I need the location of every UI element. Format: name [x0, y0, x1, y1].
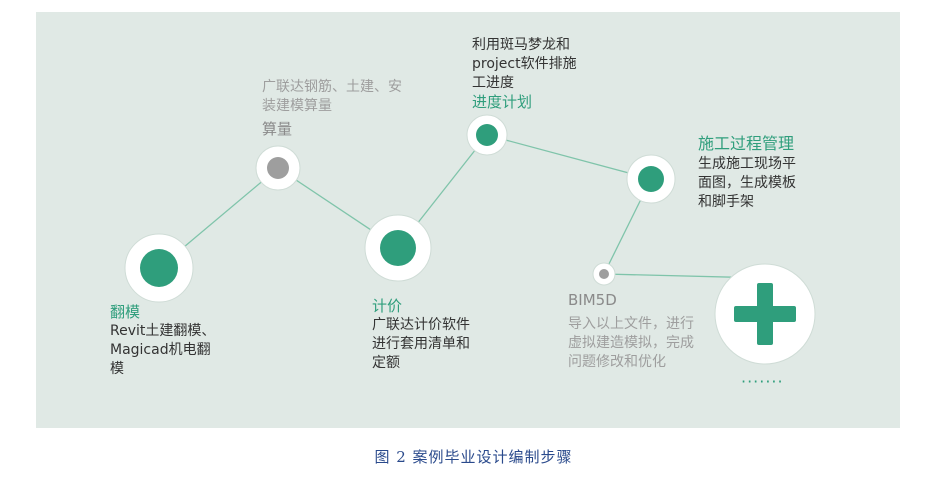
- step-jindu-desc-3: 工进度: [472, 75, 514, 91]
- step-jindu-title: 进度计划: [472, 93, 533, 111]
- node-bim5d: [592, 262, 616, 286]
- step-suanliang-desc-2: 装建模算量: [262, 98, 332, 114]
- step-bim5d: BIM5D 导入以上文件，进行 虚拟建造模拟，完成 问题修改和优化: [568, 291, 694, 372]
- node-jijia: [364, 214, 432, 282]
- figure-caption: 图 2 案例毕业设计编制步骤: [374, 448, 573, 466]
- more-dots: ·······: [741, 372, 784, 391]
- step-jijia-desc-2: 进行套用清单和: [372, 336, 470, 352]
- plus-icon: [714, 263, 816, 365]
- step-bim5d-desc-3: 问题修改和优化: [568, 354, 666, 370]
- node-suanliang: [255, 145, 301, 191]
- step-jijia-title: 计价: [372, 297, 403, 315]
- step-fanmo-title: 翻模: [110, 303, 141, 321]
- step-bim5d-desc-2: 虚拟建造模拟，完成: [568, 335, 694, 351]
- step-jijia: 计价 广联达计价软件 进行套用清单和 定额: [372, 297, 470, 373]
- link-jindu-shigong: [486, 134, 652, 180]
- step-bim5d-title: BIM5D: [568, 291, 617, 309]
- step-shigong-desc-2: 面图，生成模板: [698, 175, 796, 191]
- step-fanmo: 翻模 Revit土建翻模、 Magicad机电翻 模: [110, 303, 215, 379]
- step-jindu-desc-1: 利用斑马梦龙和: [472, 37, 570, 53]
- step-fanmo-desc-1: Revit土建翻模、: [110, 323, 216, 339]
- step-fanmo-desc-3: 模: [110, 361, 124, 377]
- step-suanliang-title: 算量: [262, 120, 293, 138]
- step-bim5d-desc-1: 导入以上文件，进行: [568, 316, 694, 332]
- step-shigong: 施工过程管理 生成施工现场平 面图，生成模板 和脚手架: [698, 134, 796, 212]
- step-jindu-desc-2: project软件排施: [472, 56, 577, 72]
- node-jindu: [466, 114, 508, 156]
- step-suanliang: 广联达钢筋、土建、安 装建模算量 算量: [262, 78, 402, 139]
- step-fanmo-desc-2: Magicad机电翻: [110, 342, 211, 358]
- step-shigong-desc-1: 生成施工现场平: [698, 156, 796, 172]
- step-suanliang-desc-1: 广联达钢筋、土建、安: [262, 79, 402, 95]
- step-shigong-desc-3: 和脚手架: [698, 194, 754, 210]
- step-shigong-title: 施工过程管理: [698, 134, 795, 153]
- step-jijia-desc-3: 定额: [372, 355, 400, 371]
- step-jijia-desc-1: 广联达计价软件: [372, 317, 470, 333]
- node-fanmo: [124, 233, 194, 303]
- node-shigong: [626, 154, 676, 204]
- step-jindu: 利用斑马梦龙和 project软件排施 工进度 进度计划: [472, 36, 577, 112]
